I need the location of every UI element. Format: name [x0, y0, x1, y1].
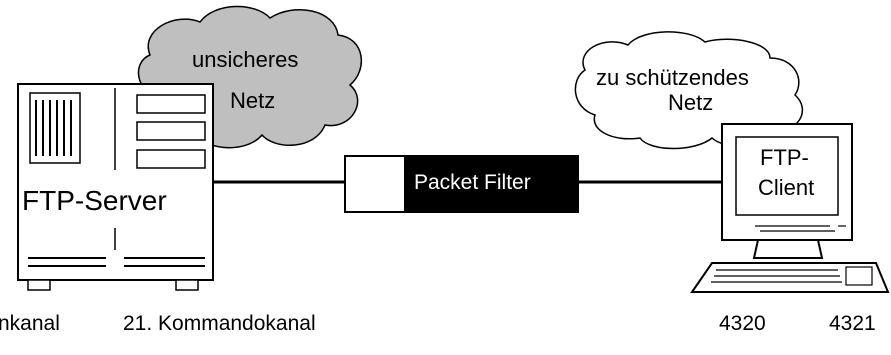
drive-bay-2 — [136, 121, 206, 141]
drive-bay-1 — [136, 94, 206, 114]
ftp-client — [690, 123, 890, 293]
filter-black-part — [404, 155, 579, 213]
server-vent — [29, 92, 81, 164]
monitor-screen — [735, 136, 839, 216]
drive-bay-3 — [136, 149, 206, 169]
monitor-stand — [752, 239, 824, 259]
filter-label: Packet Filter — [414, 171, 531, 194]
packet-filter — [344, 155, 579, 213]
filter-white-part — [344, 155, 406, 213]
port-label-4321: 4321 — [829, 312, 876, 335]
keyboard-numpad — [845, 266, 873, 286]
protected-cloud-label-2: Netz — [668, 90, 713, 115]
ftp-server — [17, 83, 214, 291]
port-label-partial: nkanal — [0, 312, 60, 335]
client-label-line1: FTP- — [760, 145, 809, 170]
protected-network-cloud — [574, 31, 804, 150]
server-foot-right — [175, 279, 199, 291]
port-label-4320: 4320 — [719, 312, 766, 335]
client-label-line2: Client — [758, 175, 814, 200]
insecure-cloud-label-2: Netz — [230, 88, 275, 113]
port-label-command: 21. Kommandokanal — [123, 312, 316, 335]
insecure-cloud-label-1: unsicheres — [192, 47, 298, 72]
server-label: FTP-Server — [22, 185, 167, 216]
protected-cloud-label-1: zu schützendes — [596, 65, 749, 90]
server-foot-left — [27, 279, 51, 291]
